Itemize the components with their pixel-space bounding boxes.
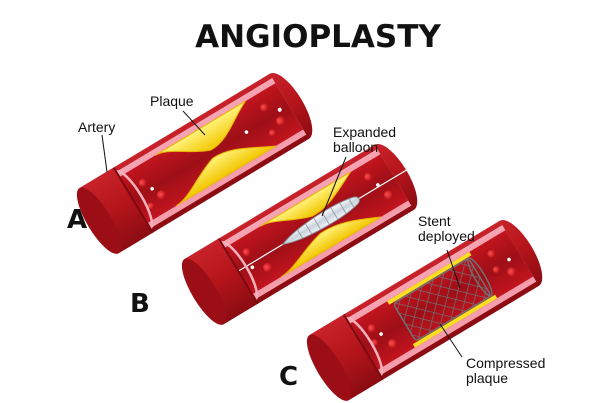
panel-c [306,219,543,401]
balloon-b [281,196,360,245]
balloon-folds-b [297,198,355,239]
artery-near-cap-c [306,334,352,401]
panel-b [181,143,418,325]
compressed-pointer-c [439,323,463,358]
artery-near-end-a [79,167,153,254]
artery-near-cap-b [181,258,227,325]
artery-near-cap-a [76,187,122,254]
stent-pointer-c [446,249,461,289]
label-expanded: Expanded [333,124,396,140]
compressed-plaque-top-c [387,251,472,305]
artery-pointer-a [101,134,108,173]
label-compressed: Compressed [466,355,545,371]
blood-cells-a [138,103,286,210]
label-deployed: deployed [418,228,475,244]
plaque-bottom-a [176,145,277,207]
artery-near-end-c [309,314,383,401]
label-artery: Artery [78,119,115,135]
artery-near-end-b [184,238,258,325]
blood-cells-c [367,249,517,348]
label-balloon: balloon [333,139,378,155]
stent-c [393,258,491,341]
panel-letter-a: A [67,205,87,235]
label-stent: Stent [418,213,451,229]
plaque-pointer-a [182,110,206,136]
stent-end-c [466,257,493,297]
diagram-title: ANGIOPLASTY [195,19,441,55]
panel-letter-b: B [130,289,150,319]
balloon-pointer-b [321,156,347,217]
label-plaque: Plaque [150,93,194,109]
plaque-top-a [155,100,246,156]
panel-a [76,72,313,254]
label-compressed-plaque: plaque [466,370,508,386]
blood-channel-a [119,83,304,224]
blood-cells-b [242,172,393,272]
plaque-top-b [260,171,351,227]
panel-letter-c: C [279,362,298,392]
plaque-bottom-b [281,216,382,278]
compressed-plaque-bottom-c [412,294,498,348]
